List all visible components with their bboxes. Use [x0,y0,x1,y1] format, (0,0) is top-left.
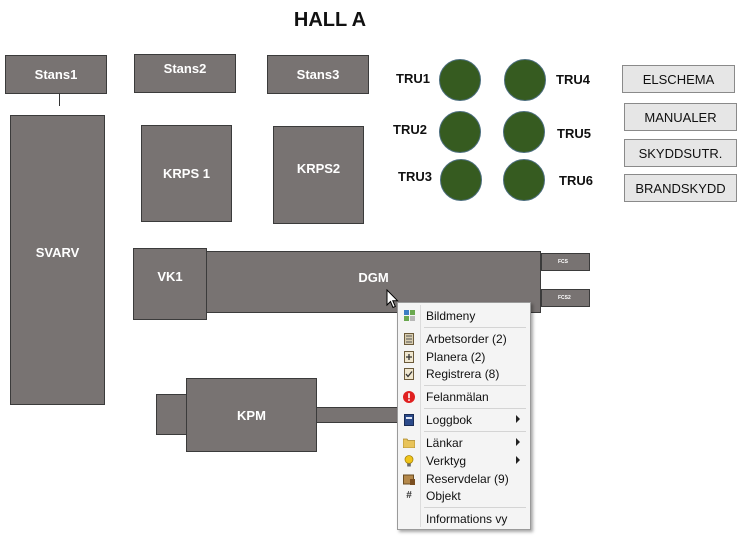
submenu-arrow-icon [516,415,520,423]
hall-title: HALL A [293,9,367,31]
menu-item-label: Planera (2) [426,349,486,364]
menu-item-label: Informations vy [426,511,508,526]
machine-label: Stans3 [296,67,340,82]
box-icon [403,473,415,485]
machine-label: FCS2 [558,295,571,301]
skyddsutr-button[interactable]: SKYDDSUTR. [624,139,737,167]
tank-label-tru5: TRU5 [557,126,591,141]
tank-tru4[interactable] [504,59,546,101]
menu-item-objekt[interactable]: # Objekt [400,487,528,504]
machine-label: Stans1 [34,67,78,82]
machine-kpm-arm[interactable] [316,407,400,423]
menu-separator [424,408,526,409]
button-label: MANUALER [644,109,717,125]
menu-item-verktyg[interactable]: Verktyg [400,452,528,469]
tank-label-tru4: TRU4 [556,72,590,87]
connector-line [59,94,60,106]
error-icon [403,390,415,403]
menu-separator [424,327,526,328]
machine-stans3[interactable]: Stans3 [267,55,369,94]
tank-label-tru3: TRU3 [398,169,432,184]
tank-label-tru1: TRU1 [396,71,430,86]
tank-tru1[interactable] [439,59,481,101]
menu-item-registrera[interactable]: Registrera (8) [400,365,528,382]
tank-label-tru6: TRU6 [559,173,593,188]
menu-separator [424,507,526,508]
machine-krps1[interactable]: KRPS 1 [141,125,232,222]
button-label: BRANDSKYDD [635,180,726,196]
menu-item-label: Länkar [426,435,463,450]
machine-dgm[interactable]: DGM [206,251,541,313]
plan-icon [403,350,415,363]
machine-stans1[interactable]: Stans1 [5,55,107,94]
context-menu: Bildmeny Arbetsorder (2) Planera (2) Reg… [397,302,531,530]
tank-tru6[interactable] [503,159,545,201]
checklist-icon [403,367,415,380]
menu-separator [424,431,526,432]
menu-item-label: Objekt [426,488,461,503]
tank-tru5[interactable] [503,111,545,153]
machine-kpm-side[interactable] [156,394,188,435]
menu-item-label: Arbetsorder (2) [426,331,507,346]
machine-svarv[interactable]: SVARV [10,115,105,405]
menu-item-label: Felanmälan [426,389,489,404]
menu-item-felanmalan[interactable]: Felanmälan [400,388,528,405]
folder-icon [403,437,415,449]
machine-fcs[interactable]: FCS [541,253,590,271]
menu-item-informations-vy[interactable]: Informations vy [400,510,528,527]
book-icon [403,413,415,426]
mouse-pointer-icon [386,289,399,309]
button-label: SKYDDSUTR. [638,145,723,161]
tank-tru3[interactable] [440,159,482,201]
grid-icon [403,310,415,322]
menu-item-arbetsorder[interactable]: Arbetsorder (2) [400,330,528,347]
tank-tru2[interactable] [439,111,481,153]
machine-fcs2[interactable]: FCS2 [541,289,590,307]
lightbulb-icon [403,454,415,467]
machine-label: KRPS2 [296,161,341,176]
menu-item-bildmeny[interactable]: Bildmeny [400,307,528,324]
machine-label: DGM [358,270,389,285]
machine-label: SVARV [35,245,80,260]
menu-item-reservdelar[interactable]: Reservdelar (9) [400,470,528,487]
hash-icon: # [406,490,412,501]
machine-label: KPM [237,407,266,423]
machine-label: Stans2 [163,61,207,76]
menu-item-lankar[interactable]: Länkar [400,434,528,451]
menu-gutter [420,305,421,527]
machine-label: VK1 [157,269,183,284]
menu-item-label: Registrera (8) [426,366,500,381]
menu-item-label: Loggbok [426,412,473,427]
menu-item-planera[interactable]: Planera (2) [400,348,528,365]
tank-label-tru2: TRU2 [393,122,427,137]
submenu-arrow-icon [516,438,520,446]
button-label: ELSCHEMA [642,71,715,87]
menu-item-loggbok[interactable]: Loggbok [400,411,528,428]
menu-item-label: Bildmeny [426,308,476,323]
submenu-arrow-icon [516,456,520,464]
manualer-button[interactable]: MANUALER [624,103,737,131]
elschema-button[interactable]: ELSCHEMA [622,65,735,93]
blank-icon [403,513,415,525]
menu-item-label: Reservdelar (9) [426,471,509,486]
machine-label: FCS [558,259,568,265]
machine-label: KRPS 1 [163,166,210,181]
machine-krps2[interactable]: KRPS2 [273,126,364,224]
menu-separator [424,385,526,386]
machine-stans2[interactable]: Stans2 [134,54,236,93]
machine-kpm[interactable]: KPM [186,378,317,452]
brandskydd-button[interactable]: BRANDSKYDD [624,174,737,202]
menu-item-label: Verktyg [426,453,467,468]
machine-vk1[interactable]: VK1 [133,248,207,320]
document-list-icon [403,332,415,345]
